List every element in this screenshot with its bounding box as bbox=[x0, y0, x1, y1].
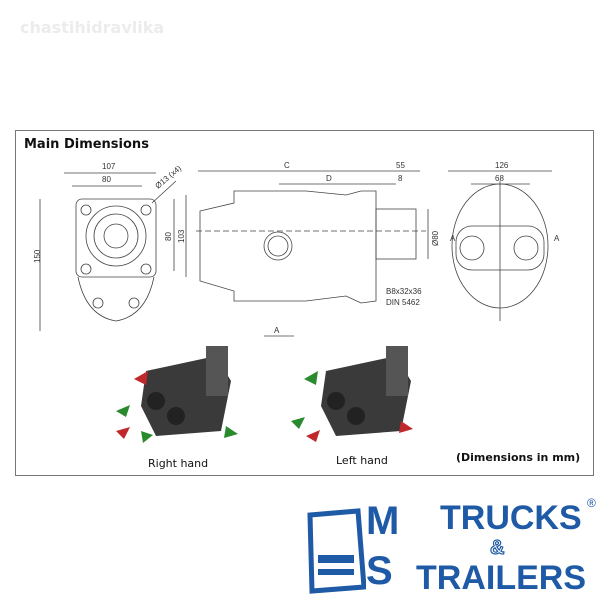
dim-103: 103 bbox=[177, 229, 186, 243]
logo-trucks: TRUCKS bbox=[440, 499, 582, 537]
dim-107: 107 bbox=[102, 162, 116, 171]
dim-80-vertical: 80 bbox=[164, 232, 173, 241]
side-view: C D 55 8 Ø80 B8x32x36 DIN 5462 A bbox=[196, 161, 440, 337]
dim-a: A bbox=[274, 326, 280, 335]
logo-ampersand: & bbox=[489, 537, 505, 559]
spline-standard: DIN 5462 bbox=[386, 298, 420, 307]
dim-80: 80 bbox=[102, 175, 111, 184]
dim-55: 55 bbox=[396, 161, 405, 170]
ms-trucks-trailers-logo: M S TRUCKS & TRAILERS ® bbox=[300, 497, 600, 599]
section-a-right: A bbox=[554, 234, 560, 243]
logo-m: M bbox=[366, 499, 400, 543]
pump-right-hand-illustration bbox=[116, 346, 238, 443]
dim-shaft-diameter: Ø80 bbox=[431, 230, 440, 246]
dim-150: 150 bbox=[33, 249, 42, 263]
watermark: chastihidravlika bbox=[20, 18, 165, 37]
dim-d: D bbox=[326, 174, 332, 183]
dim-c: C bbox=[284, 161, 290, 170]
dim-68: 68 bbox=[495, 174, 504, 183]
panel-title: Main Dimensions bbox=[24, 137, 149, 152]
front-view: 107 80 Ø13 (x4) 150 80 103 bbox=[33, 162, 187, 331]
caption-left-hand: Left hand bbox=[336, 454, 388, 467]
end-view: 126 68 A A bbox=[448, 161, 560, 321]
caption-units: (Dimensions in mm) bbox=[456, 451, 581, 464]
technical-drawing: 107 80 Ø13 (x4) 150 80 103 C D 55 8 Ø80 … bbox=[33, 161, 560, 443]
dim-8: 8 bbox=[398, 174, 403, 183]
dimensions-panel: Main Dimensions 107 80 Ø13 (x4) 150 80 1… bbox=[15, 130, 594, 476]
registered-mark: ® bbox=[587, 496, 596, 510]
logo-s: S bbox=[366, 549, 393, 593]
dim-hole: Ø13 (x4) bbox=[154, 163, 184, 190]
section-a-left: A bbox=[450, 234, 456, 243]
pump-left-hand-illustration bbox=[291, 346, 413, 442]
spline-spec: B8x32x36 bbox=[386, 287, 422, 296]
dim-126: 126 bbox=[495, 161, 509, 170]
caption-right-hand: Right hand bbox=[148, 457, 209, 470]
logo-trailers: TRAILERS bbox=[416, 559, 586, 597]
truck-icon bbox=[307, 508, 366, 594]
